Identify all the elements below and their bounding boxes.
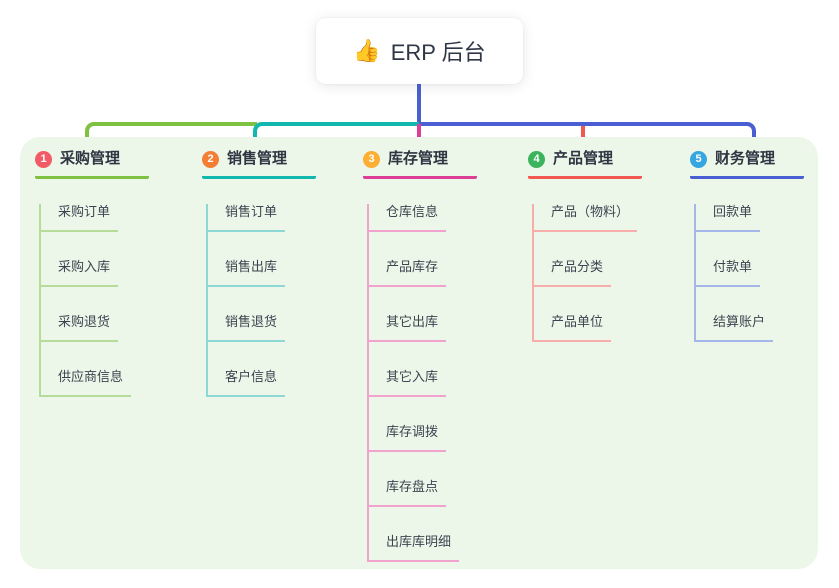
branches-background-panel: [20, 137, 818, 569]
child-node[interactable]: 产品分类: [534, 259, 612, 287]
child-node[interactable]: 其它入库: [369, 369, 447, 397]
connector-branch-2: [253, 122, 423, 144]
child-node[interactable]: 产品（物料）: [534, 204, 638, 232]
child-node[interactable]: 销售订单: [208, 204, 286, 232]
thumbs-up-icon: 👍: [353, 38, 381, 63]
branch-title[interactable]: 5 财务管理: [690, 150, 804, 179]
branch-title-label: 产品管理: [553, 150, 614, 167]
branch-5: 5 财务管理回款单付款单结算账户: [690, 150, 804, 342]
branch-children: 采购订单采购入库采购退货供应商信息: [39, 204, 149, 397]
child-node[interactable]: 销售出库: [208, 259, 286, 287]
root-connector-line: [417, 84, 421, 124]
child-node[interactable]: 销售退货: [208, 314, 286, 342]
number-badge-icon: 2: [202, 150, 219, 168]
connector-branch-4: [581, 126, 585, 142]
child-node[interactable]: 产品单位: [534, 314, 612, 342]
branch-title-label: 财务管理: [715, 150, 776, 167]
branch-2: 2 销售管理销售订单销售出库销售退货客户信息: [202, 150, 316, 397]
connector-branch-3: [417, 124, 421, 144]
number-badge-icon: 1: [35, 150, 52, 168]
child-node[interactable]: 库存盘点: [369, 479, 447, 507]
branch-children: 产品（物料） 产品分类产品单位: [532, 204, 642, 342]
branch-title[interactable]: 3 库存管理: [363, 150, 477, 179]
branch-children: 仓库信息产品库存其它出库其它入库库存调拨库存盘点出库库明细: [367, 204, 477, 562]
branch-title-label: 库存管理: [388, 150, 449, 167]
branch-title[interactable]: 2 销售管理: [202, 150, 316, 179]
branch-title-label: 销售管理: [227, 150, 288, 167]
child-node[interactable]: 付款单: [696, 259, 761, 287]
branch-title-label: 采购管理: [60, 150, 121, 167]
branch-title[interactable]: 1 采购管理: [35, 150, 149, 179]
branch-3: 3 库存管理仓库信息产品库存其它出库其它入库库存调拨库存盘点出库库明细: [363, 150, 477, 562]
root-node-label: ERP 后台: [390, 40, 486, 65]
child-node[interactable]: 采购退货: [41, 314, 119, 342]
root-node[interactable]: 👍 ERP 后台: [316, 18, 523, 84]
child-node[interactable]: 采购订单: [41, 204, 119, 232]
number-badge-icon: 5: [690, 150, 707, 168]
child-node[interactable]: 产品库存: [369, 259, 447, 287]
branch-children: 销售订单销售出库销售退货客户信息: [206, 204, 316, 397]
child-node[interactable]: 回款单: [696, 204, 761, 232]
child-node[interactable]: 其它出库: [369, 314, 447, 342]
connector-branch-1: [85, 122, 257, 144]
child-node[interactable]: 出库库明细: [369, 534, 460, 562]
child-node[interactable]: 采购入库: [41, 259, 119, 287]
child-node[interactable]: 结算账户: [696, 314, 774, 342]
child-node[interactable]: 库存调拨: [369, 424, 447, 452]
child-node[interactable]: 供应商信息: [41, 369, 132, 397]
number-badge-icon: 3: [363, 150, 380, 168]
branch-1: 1 采购管理采购订单采购入库采购退货供应商信息: [35, 150, 149, 397]
branch-title[interactable]: 4 产品管理: [528, 150, 642, 179]
number-badge-icon: 4: [528, 150, 545, 168]
branch-4: 4 产品管理产品（物料） 产品分类产品单位: [528, 150, 642, 342]
child-node[interactable]: 仓库信息: [369, 204, 447, 232]
branch-children: 回款单付款单结算账户: [694, 204, 804, 342]
child-node[interactable]: 客户信息: [208, 369, 286, 397]
